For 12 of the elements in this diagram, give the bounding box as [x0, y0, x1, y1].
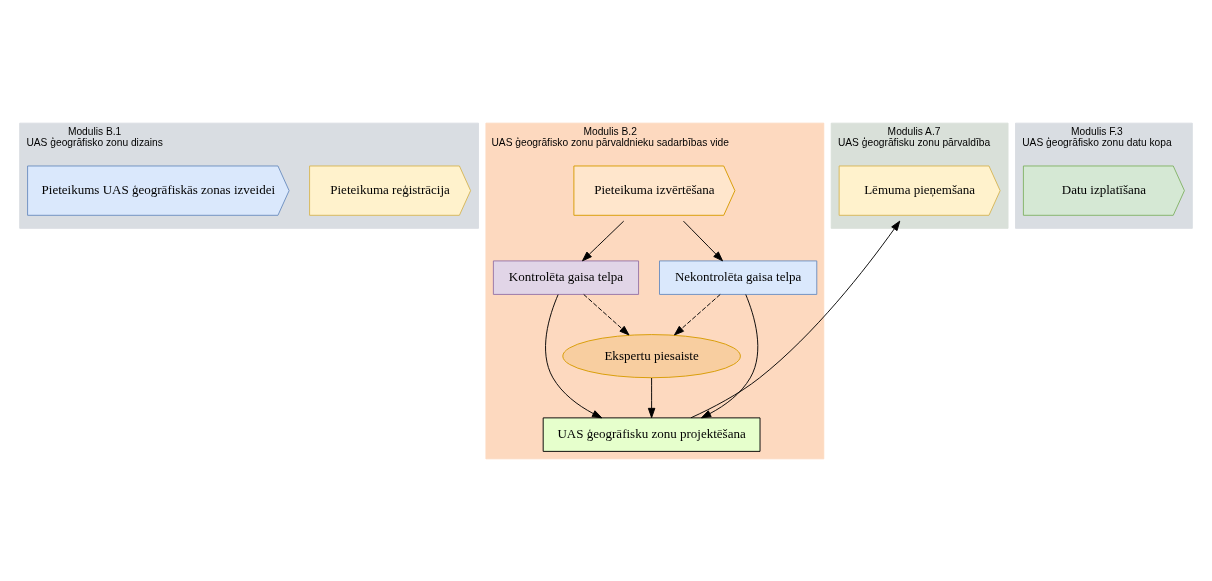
arrow — [583, 293, 630, 335]
arrow — [690, 220, 901, 418]
node-box: Kontrolēta gaisa telpa — [492, 259, 640, 295]
node-box: UAS ģeogrāfisku zonu projektēšana — [542, 416, 761, 452]
arrow — [582, 220, 625, 261]
node-box: Nekontrolēta gaisa telpa — [659, 259, 818, 295]
arrow — [683, 220, 724, 261]
arrow — [674, 293, 721, 335]
arrow — [647, 377, 656, 418]
node-ellipse: Ekspertu piesaiste — [562, 333, 741, 378]
arrow — [700, 293, 759, 418]
arrow — [545, 293, 603, 418]
